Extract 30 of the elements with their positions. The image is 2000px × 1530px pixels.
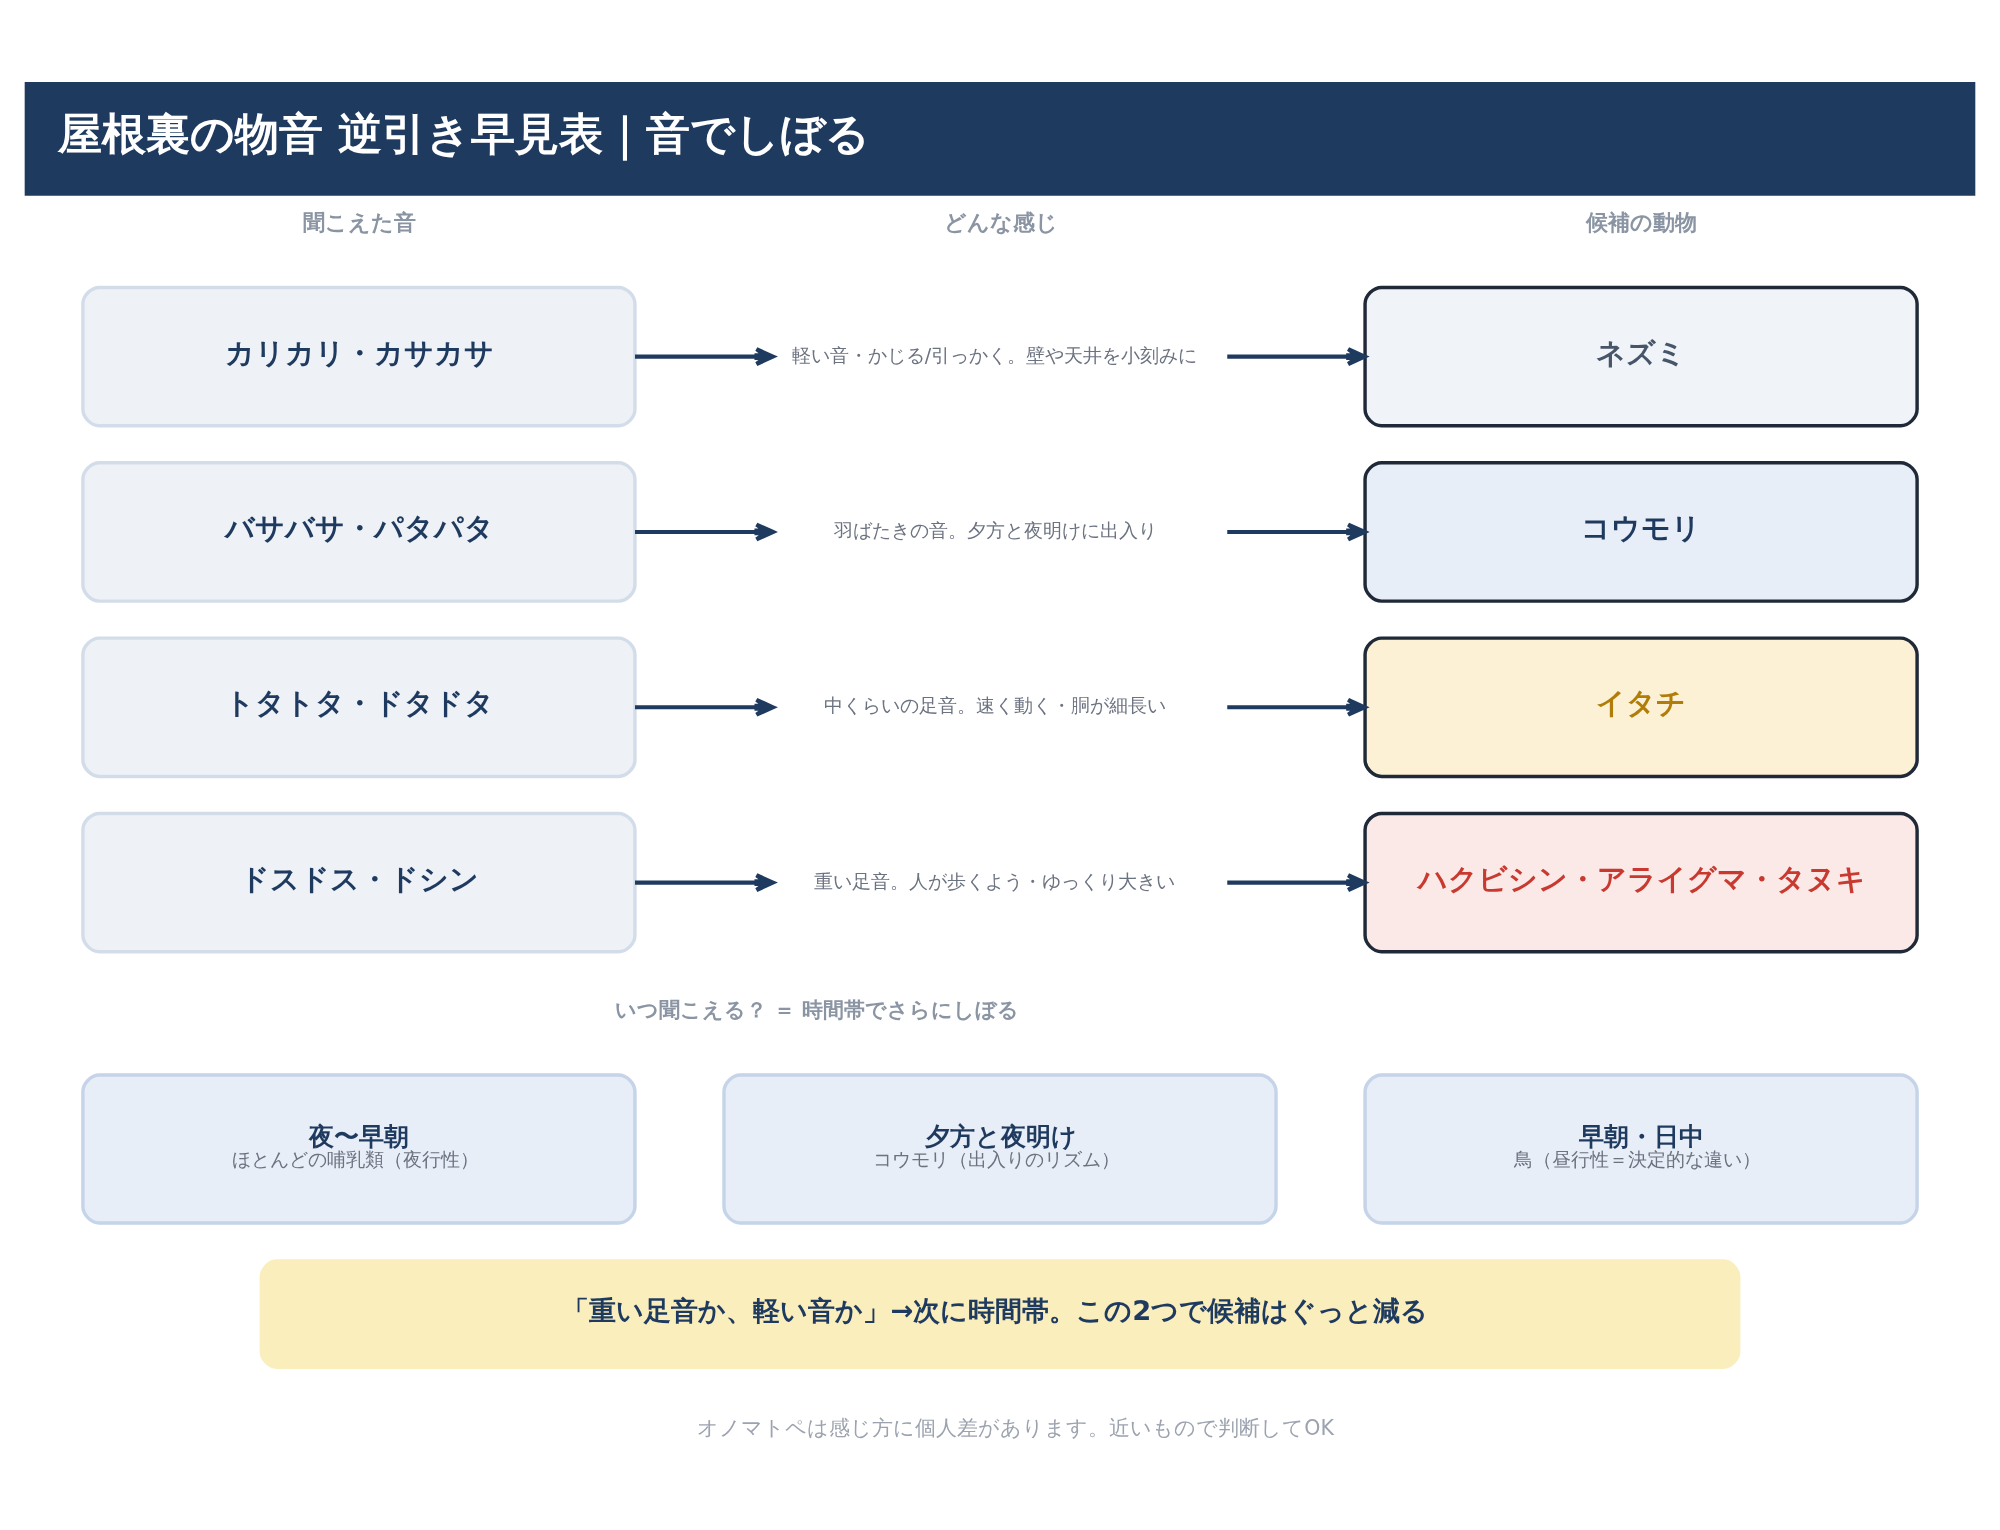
label: どんな感じ: [943, 209, 1058, 235]
arrow: [635, 346, 775, 366]
arrow: [1227, 522, 1367, 541]
label: いつ聞こえる？ ＝ 時間帯でさらにしぼる: [615, 997, 1020, 1022]
node-box: 「重い足音か、軽い音か」→次に時間帯。この2つで候補はぐっと減る: [259, 1258, 1741, 1369]
node-box: 夜〜早朝 ほとんどの哺乳類（夜行性）: [81, 1072, 637, 1225]
node-box: 早朝・日中 鳥（昼行性＝決定的な違い）: [1363, 1072, 1919, 1225]
arrow: [1227, 872, 1367, 892]
node-text: 重い足音。人が歩くよう・ゆっくり大きい: [814, 869, 1176, 893]
arrow: [635, 697, 775, 717]
node-box: 夕方と夜明け コウモリ（出入りのリズム）: [722, 1072, 1278, 1225]
node-text: 軽い音・かじる/引っかく。壁や天井を小刻みに: [791, 343, 1198, 367]
node-text: 中くらいの足音。速く動く・胴が細長い: [823, 693, 1166, 717]
node-box: ドスドス・ドシン: [81, 811, 637, 953]
arrow: [635, 522, 775, 541]
node-box: トタトタ・ドタドタ: [81, 635, 637, 778]
node-box: バサバサ・パタパタ: [81, 460, 637, 603]
arrow: [635, 872, 775, 892]
diagram-title: 屋根裏の物音 逆引き早見表｜音でしぼる: [57, 107, 870, 159]
node-box: ネズミ: [1363, 285, 1919, 427]
node-box: コウモリ: [1363, 460, 1919, 603]
arrow: [1227, 346, 1367, 366]
node-box: カリカリ・カサカサ: [81, 285, 637, 427]
label: 聞こえた音: [302, 209, 416, 235]
node-text: 羽ばたきの音。夕方と夜明けに出入り: [833, 518, 1157, 542]
label: 候補の動物: [1586, 209, 1698, 235]
node-box: ハクビシン・アライグマ・タヌキ: [1363, 811, 1919, 953]
caption: オノマトペは感じ方に個人差があります。近いもので判断してOK: [697, 1415, 1334, 1440]
node-box: イタチ: [1363, 635, 1919, 778]
arrow: [1227, 697, 1367, 717]
